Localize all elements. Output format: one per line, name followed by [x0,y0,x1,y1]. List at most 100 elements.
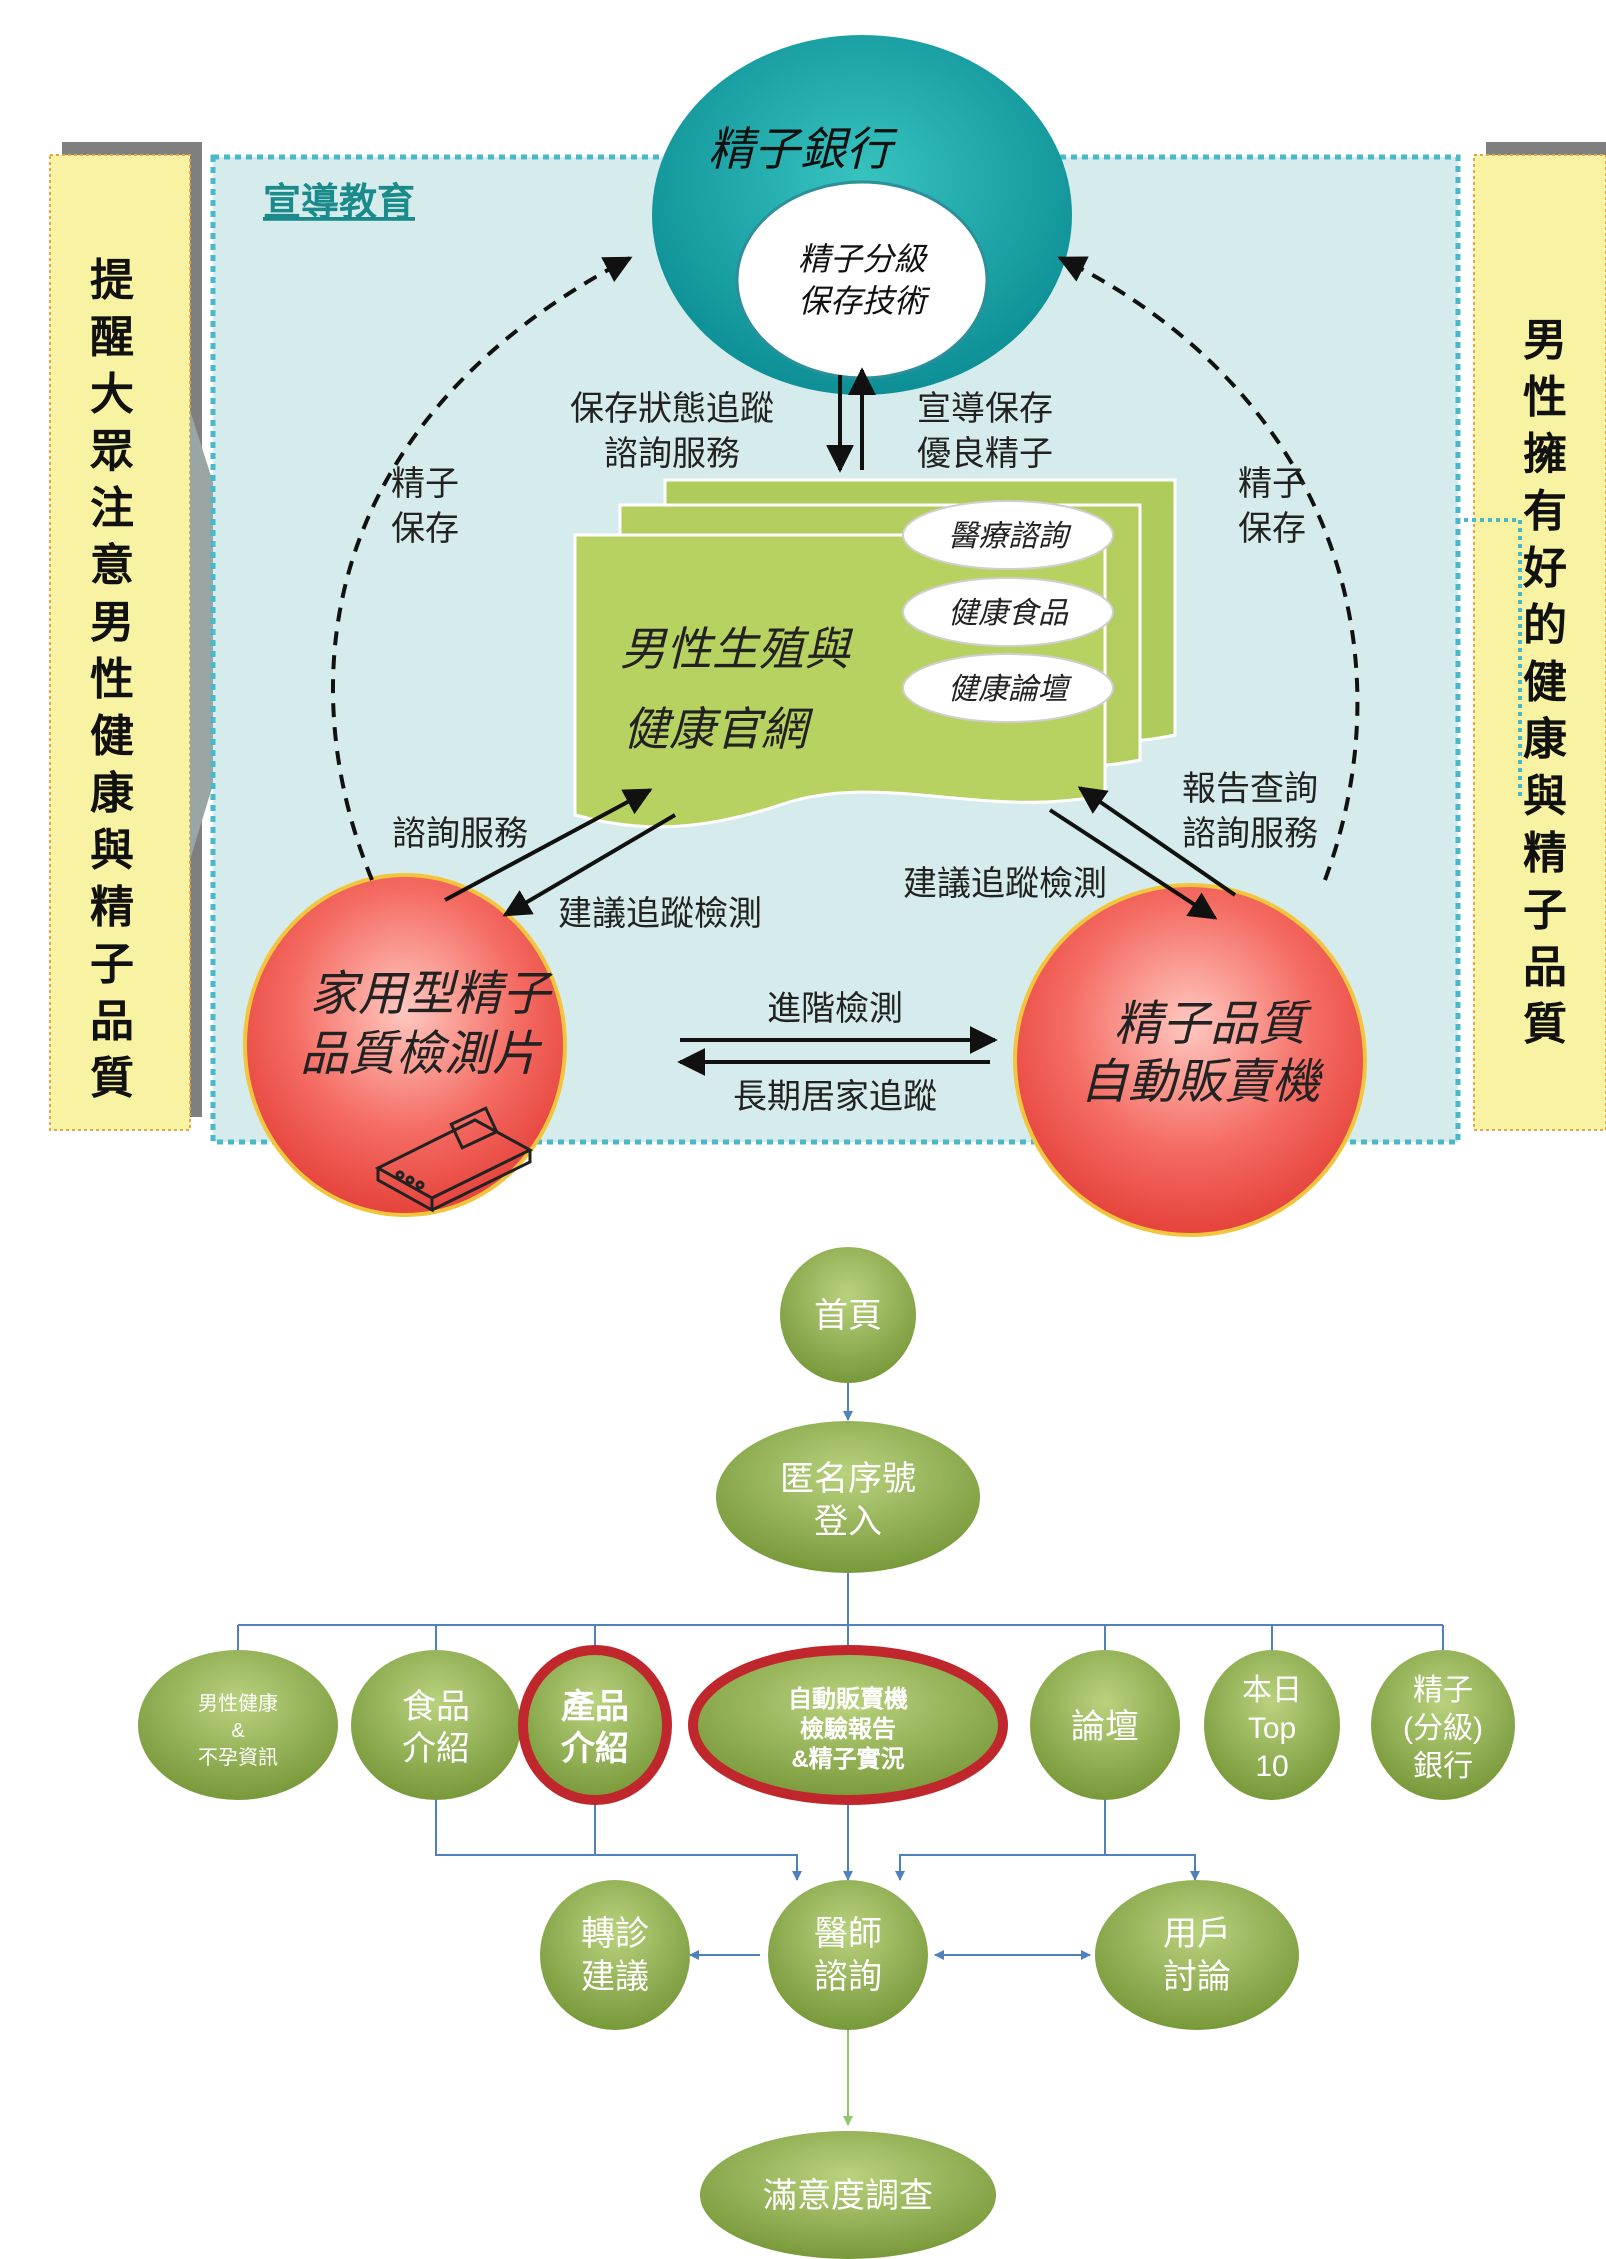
label-consult-service-top: 諮詢服務 [604,434,740,474]
right_banner-char: 康 [1523,714,1567,765]
right_banner-char: 的 [1523,600,1567,651]
website-title-1: 男性生殖與 [620,622,854,676]
left-dashed-arc [331,256,633,881]
right_banner-char: 質 [1523,999,1567,1050]
left_banner-char: 大 [90,369,134,420]
left_banner-char: 品 [90,996,134,1047]
home-kit-title-2: 品質檢測片 [300,1026,543,1082]
right-arc-label-1: 精子 [1238,464,1306,504]
sperm-bank-inner-2: 保存技術 [798,282,931,320]
label-track-status: 保存狀態追蹤 [570,389,774,429]
node-doctor[interactable] [768,1880,928,2030]
sperm-bank-title: 精子銀行 [708,122,898,176]
home-kit-oval [243,873,567,1217]
arrow-vend-to-web [1077,786,1237,897]
node-food[interactable] [351,1650,521,1800]
node-forum-label: 論壇 [1071,1708,1139,1746]
node-sperm-bank[interactable] [1371,1650,1515,1800]
node-referral-label-2: 建議 [581,1958,649,1996]
vending-title-2: 自動販賣機 [1080,1054,1325,1110]
node-top10-label-1: 本日 [1242,1674,1302,1707]
right_banner-char: 性 [1523,372,1567,423]
left-arc-label-2: 保存 [391,509,459,549]
frame-title: 宣導教育 [263,179,415,224]
website-tag-3-bg [902,653,1114,723]
left_banner-char: 子 [90,939,134,990]
node-product-label-1: 產品 [561,1687,629,1726]
left_banner-char: 性 [90,654,134,705]
node-product[interactable] [518,1645,672,1805]
node-top10[interactable] [1204,1650,1340,1800]
node-sperm-bank-label-3: 銀行 [1413,1750,1473,1783]
left-arc-label-1: 精子 [391,464,459,504]
node-food-label-2: 介紹 [402,1730,470,1768]
right_banner-char: 品 [1523,942,1567,993]
node-referral[interactable] [540,1880,690,2030]
label-track-left: 建議追蹤檢測 [558,894,762,934]
website-tag-1-bg [902,500,1114,570]
arrow-kit-to-web [444,788,653,902]
node-login[interactable] [716,1421,980,1573]
right_banner-char: 男 [1523,315,1567,366]
label-report-query: 報告查詢 [1182,769,1318,809]
left_banner-char: 精 [90,882,134,933]
website-tag-2-bg [902,577,1114,647]
arrow-web-to-vend [1048,808,1218,920]
right_banner-char: 擁 [1523,429,1567,480]
label-promote-storage: 宣導保存 [917,389,1053,429]
vending-title-1: 精子品質 [1114,996,1312,1052]
home-kit-title-1: 家用型精子 [310,966,553,1022]
arrow-web-to-kit [502,813,677,917]
node-men-health-label-3: 不孕資訊 [198,1746,278,1769]
left_banner-char: 健 [90,711,134,762]
node-top10-label-3: 10 [1255,1750,1288,1783]
website-tag-food: 健康食品 [948,596,1069,631]
node-user-discussion[interactable] [1095,1880,1299,2030]
node-login-label-2: 登入 [814,1503,882,1541]
node-doctor-label-1: 醫師 [814,1915,882,1953]
node-product-label-2: 介紹 [561,1730,629,1768]
label-advanced-test: 進階檢測 [767,989,903,1029]
sperm-bank-inner-1: 精子分級 [798,240,928,278]
node-survey[interactable] [700,2131,996,2259]
node-doctor-label-2: 諮詢 [814,1958,882,1996]
node-home[interactable] [780,1247,916,1383]
label-consult-left: 諮詢服務 [392,814,528,854]
node-men-health[interactable] [138,1650,338,1800]
vending-oval [1013,883,1367,1237]
node-sperm-bank-label-1: 精子 [1413,1674,1473,1707]
node-top10-label-2: Top [1248,1712,1296,1745]
sperm-bank-inner-oval [735,180,989,380]
label-quality-sperm: 優良精子 [917,434,1053,474]
test-device-icon [374,1106,534,1213]
left_banner-char: 與 [90,825,134,876]
node-user-discussion-label-1: 用戶 [1163,1915,1231,1953]
node-home-label: 首頁 [814,1297,882,1335]
left_banner-char: 意 [90,540,134,591]
left_banner-char: 醒 [90,312,134,363]
left_banner-char: 康 [90,768,134,819]
website-title-2: 健康官網 [623,702,814,756]
right_banner-char: 子 [1523,885,1567,936]
right_banner-char: 有 [1523,486,1567,537]
node-forum[interactable] [1030,1650,1180,1800]
node-sperm-bank-label-2: (分級) [1403,1712,1483,1745]
website-tag-forum: 健康論壇 [948,672,1073,707]
right-dashed-arc [1057,256,1360,881]
left-banner [49,142,260,1131]
node-men-health-label-1: 男性健康 [198,1692,278,1715]
right_banner-char: 好 [1522,543,1567,594]
left_banner-char: 男 [90,597,134,648]
node-user-discussion-label-2: 討論 [1163,1958,1231,1996]
right_banner-char: 與 [1523,771,1567,822]
node-referral-label-1: 轉診 [581,1915,649,1953]
right_banner-char: 精 [1523,828,1567,879]
node-vending-label-1: 自動販賣機 [788,1685,908,1713]
node-men-health-label-2: & [231,1720,245,1742]
node-vending-report[interactable] [688,1645,1008,1805]
website-tag-medical: 醫療諮詢 [948,519,1072,554]
node-survey-label: 滿意度調查 [763,2177,933,2215]
